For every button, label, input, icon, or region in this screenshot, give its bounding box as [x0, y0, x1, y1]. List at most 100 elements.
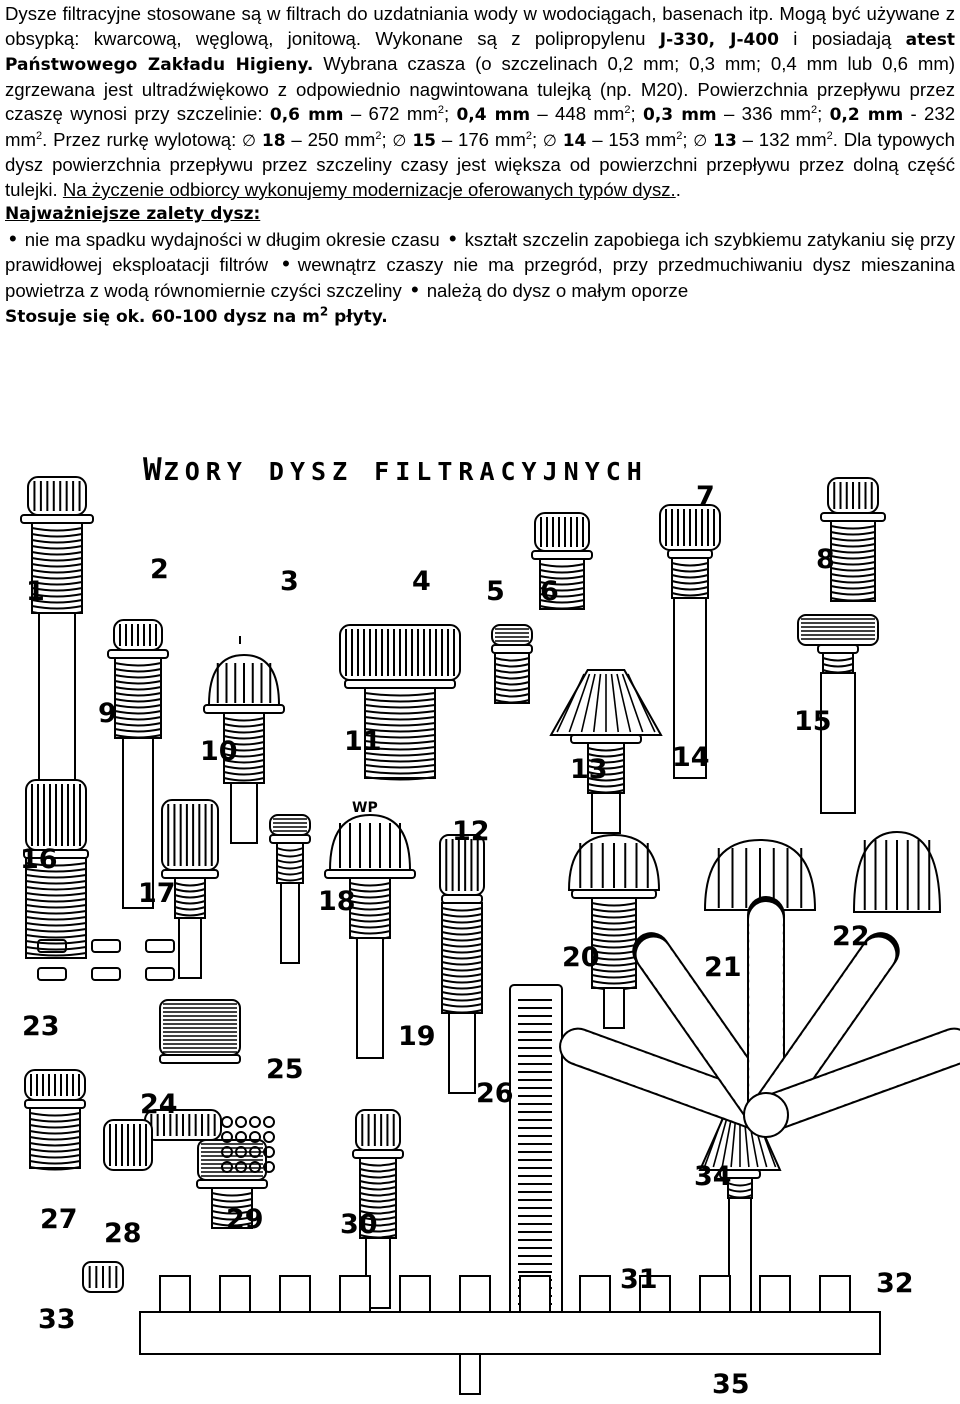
nozzle-23	[159, 999, 241, 1064]
tube-diameter: 15	[412, 130, 436, 151]
stub	[519, 1275, 551, 1313]
nozzle-34	[559, 896, 960, 1138]
nozzle-number-label: 27	[40, 1204, 78, 1235]
flange	[203, 704, 285, 714]
diameter-symbol: ∅	[242, 130, 257, 150]
nozzle-number-label: 29	[226, 1204, 264, 1235]
slot-size: 0,3 mm	[643, 105, 717, 125]
thread	[822, 652, 854, 674]
superscript: 2	[826, 129, 833, 142]
nozzle-number-label: 31	[620, 1264, 658, 1295]
nozzle-number-label: 10	[200, 736, 238, 767]
nozzle-number-label: 1	[26, 576, 45, 607]
nozzle-number-label: 35	[712, 1369, 750, 1400]
nozzle-4	[339, 624, 461, 781]
nozzle-number-label: 20	[562, 942, 600, 973]
nozzle-number-label: 18	[318, 886, 356, 917]
tube	[820, 672, 856, 814]
nozzle-27	[103, 1119, 153, 1171]
superscript: 2	[810, 103, 818, 116]
nozzle-number-label: 17	[138, 878, 176, 909]
tube-areas: ∅ 18 – 250 mm2; ∅ 15 – 176 mm2; ∅ 14 – 1…	[242, 128, 844, 151]
stub	[579, 1275, 611, 1313]
nozzle-29	[196, 1139, 268, 1229]
nozzle-number-label: 7	[696, 481, 715, 512]
flange	[352, 1149, 404, 1159]
cap	[534, 512, 590, 552]
thread	[727, 1177, 753, 1199]
flange	[817, 644, 859, 654]
stub	[699, 1275, 731, 1313]
thread	[25, 857, 87, 959]
flange	[24, 1099, 86, 1109]
superscript: 2	[35, 129, 43, 142]
advantages-list: •nie ma spadku wydajności w długim okres…	[5, 226, 955, 304]
nozzle-number-label: 8	[816, 544, 835, 575]
nozzle-22	[852, 830, 942, 913]
tube	[178, 917, 202, 979]
slot-areas: 0,6 mm – 672 mm2; 0,4 mm – 448 mm2; 0,3 …	[5, 103, 956, 150]
advantage-item: kształt szczelin zapobiega ich szybkiemu…	[5, 228, 955, 276]
nozzle-2	[107, 619, 169, 909]
modernization-note: Na życzenie odbiorcy wykonujemy moderniz…	[62, 178, 676, 200]
plate-slots	[37, 939, 275, 1173]
diameter-symbol: ∅	[693, 130, 708, 150]
tube	[673, 597, 707, 779]
nozzle-number-label: 3	[280, 566, 299, 597]
nozzle-number-label: 4	[412, 566, 431, 597]
nozzle-number-label: 14	[672, 742, 710, 773]
superscript: 2	[624, 103, 631, 116]
stub	[219, 1275, 251, 1313]
figure-title: WZORY DYSZ FILTRACYJNYCH	[143, 452, 648, 488]
tube	[280, 882, 300, 964]
nozzle-number-label: 16	[20, 844, 58, 875]
nozzle-35	[139, 1275, 881, 1395]
models: J-330, J-400	[659, 29, 779, 50]
certificate: atest Państwowego Zakładu Higieny.	[5, 29, 955, 76]
nozzle-number-label: 25	[266, 1054, 304, 1085]
hub	[743, 1092, 789, 1138]
diameter-symbol: ∅	[542, 130, 557, 150]
nozzle-12	[439, 834, 485, 1094]
flange	[531, 550, 593, 560]
nozzle-number-label: 32	[876, 1268, 914, 1299]
flange	[667, 549, 713, 559]
nozzle-number-label: 15	[794, 706, 832, 737]
nozzle-number-label: 2	[150, 554, 169, 585]
flange	[269, 834, 311, 844]
stub	[759, 1275, 791, 1313]
flange	[161, 869, 219, 879]
thread	[31, 522, 83, 614]
usage-note: Stosuje się ok. 60-100 dysz na m2 płyty.	[5, 304, 388, 327]
nozzle-3	[203, 653, 285, 844]
nozzle-number-label: 21	[704, 952, 742, 983]
flange	[820, 512, 886, 522]
nozzle-number-label: 26	[476, 1078, 514, 1109]
flange	[344, 679, 456, 689]
nozzle-8	[820, 477, 886, 602]
tube-diameter: 14	[562, 130, 587, 151]
nozzle-number-label: 24	[140, 1089, 178, 1120]
superscript: 2	[525, 129, 532, 142]
tube	[122, 737, 154, 909]
tube-diameter: 18	[261, 130, 286, 151]
cap	[161, 799, 219, 871]
nozzle-7	[659, 504, 721, 779]
manifold	[139, 1311, 881, 1355]
cap	[491, 624, 533, 646]
flange	[196, 1179, 268, 1189]
superscript: 2	[375, 129, 382, 142]
nozzle-33	[82, 1261, 124, 1293]
cap	[27, 476, 87, 516]
flange	[20, 514, 94, 524]
advantage-item: wewnątrz czaszy nie ma przegród, przy pr…	[5, 254, 955, 301]
nozzle-6	[531, 512, 593, 610]
slot-size: 0,4 mm	[456, 105, 531, 125]
nozzle-number-label: 33	[38, 1304, 76, 1335]
nozzle-number-label: 22	[832, 921, 870, 952]
nozzle-number-label: 6	[540, 576, 559, 607]
nozzle-number-label: 12	[452, 816, 490, 847]
nozzle-number-label: 11	[344, 726, 382, 757]
description-text: Dysze filtracyjne stosowane są w filtrac…	[5, 2, 955, 330]
nozzle-number-label: 5	[486, 576, 505, 607]
